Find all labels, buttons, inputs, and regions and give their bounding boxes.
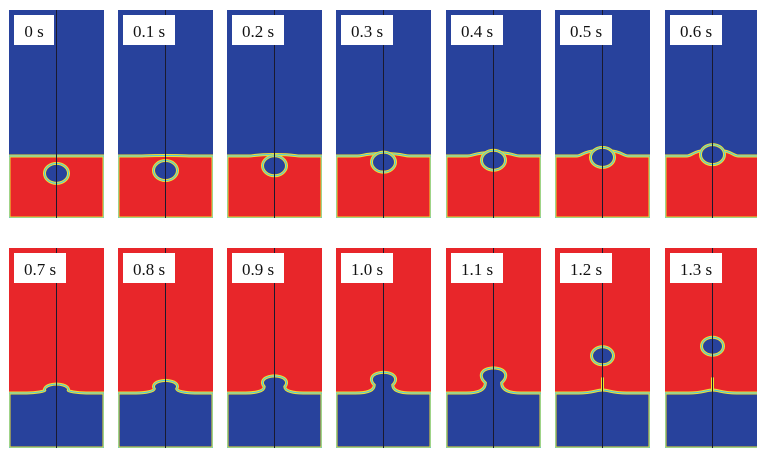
panel-0-5: 0.5 s	[555, 10, 650, 218]
time-label: 1.2 s	[570, 260, 602, 279]
time-label: 0.2 s	[242, 22, 274, 41]
time-label: 0.6 s	[680, 22, 712, 41]
panel-0-3: 0.3 s	[336, 10, 431, 218]
time-label: 1.0 s	[351, 260, 383, 279]
time-label: 1.1 s	[461, 260, 493, 279]
time-label: 0.7 s	[24, 260, 56, 279]
panel-1-4: 1.1 s	[446, 248, 541, 448]
panel-1-2: 0.9 s	[227, 248, 322, 448]
panel-1-1: 0.8 s	[118, 248, 213, 448]
panel-1-3: 1.0 s	[336, 248, 431, 448]
time-label: 1.3 s	[680, 260, 712, 279]
panel-1-6: 1.3 s	[665, 248, 757, 448]
panel-1-5: 1.2 s	[555, 248, 650, 448]
time-label: 0.5 s	[570, 22, 602, 41]
lower-fluid-region	[665, 390, 757, 448]
time-label: 0.1 s	[133, 22, 165, 41]
panel-0-0: 0 s	[9, 10, 104, 218]
panel-0-4: 0.4 s	[446, 10, 541, 218]
panel-0-1: 0.1 s	[118, 10, 213, 218]
time-label: 0.8 s	[133, 260, 165, 279]
time-label: 0.3 s	[351, 22, 383, 41]
panel-0-6: 0.6 s	[665, 10, 757, 218]
panel-0-2: 0.2 s	[227, 10, 322, 218]
time-label: 0 s	[24, 22, 43, 41]
time-label: 0.4 s	[461, 22, 493, 41]
panel-1-0: 0.7 s	[9, 248, 104, 448]
time-label: 0.9 s	[242, 260, 274, 279]
